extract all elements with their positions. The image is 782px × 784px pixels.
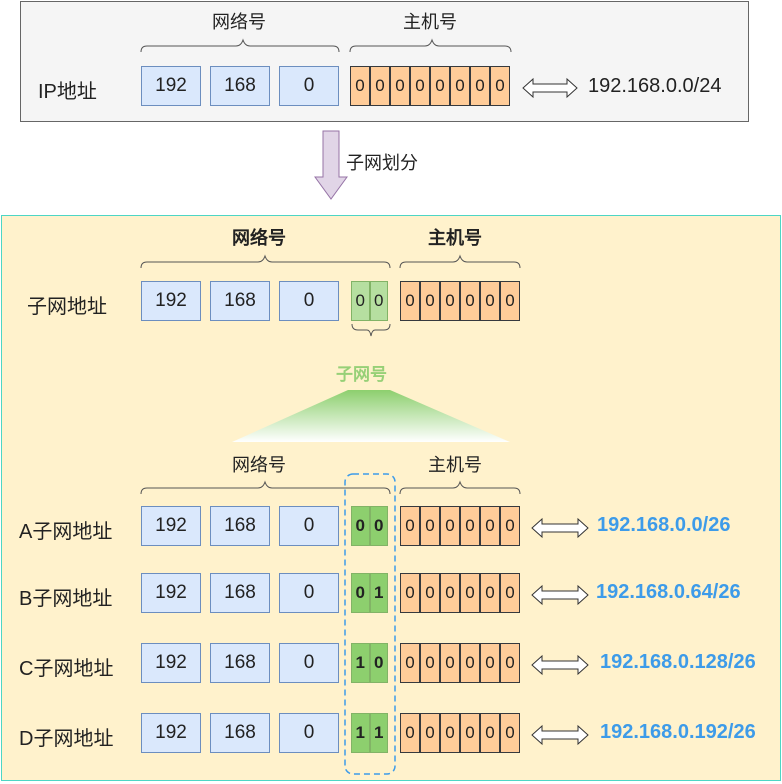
double-arrow-icon [522,77,578,99]
host-bit: 0 [440,281,460,321]
subnet-bit: 0 [351,506,370,546]
host-bit: 0 [420,713,440,753]
subnet-row-label: C子网地址 [19,658,114,680]
double-arrow-icon [531,584,589,606]
host-bit: 0 [420,573,440,613]
subnet-address-label: 子网地址 [27,296,107,318]
host-bit: 0 [400,506,420,546]
ip-address-label: IP地址 [38,81,97,103]
ip-cidr: 192.168.0.0/24 [588,75,722,97]
double-arrow-icon [531,517,589,539]
subnet-bit: 1 [351,713,370,753]
network-header: 网络号 [212,12,266,32]
octet-box: 192 [141,506,201,546]
subnet-row-label: D子网地址 [19,728,114,750]
subnet-bit: 1 [369,573,388,613]
octet-box: 0 [279,573,339,613]
host-bit: 0 [420,643,440,683]
top-braces [140,38,512,53]
host-bit: 0 [440,573,460,613]
down-arrow-icon [314,130,348,200]
subnet-cidr: 192.168.0.0/26 [597,514,731,536]
subnet-id-brace [351,323,391,337]
octet-box: 168 [210,643,270,683]
subnet-bit: 1 [351,643,370,683]
host-bit: 0 [490,66,510,106]
subnet-bit: 0 [369,643,388,683]
subnet-host-header: 主机号 [428,228,482,248]
host-bit: 0 [350,66,370,106]
subnet-cidr: 192.168.0.192/26 [600,721,756,743]
host-bit: 0 [460,713,480,753]
octet-box: 192 [141,573,201,613]
list-host-header: 主机号 [428,455,482,475]
host-bit: 0 [450,66,470,106]
host-bit: 0 [390,66,410,106]
octet-box: 192 [141,643,201,683]
list-network-header: 网络号 [232,455,286,475]
octet-3: 0 [279,66,339,106]
subnet-column-highlight [344,473,396,775]
host-bit: 0 [400,643,420,683]
list-braces [140,480,521,495]
subnet-cidr: 192.168.0.128/26 [600,651,756,673]
subnet-bit: 0 [351,281,370,321]
subnet-panel [1,215,781,781]
host-bit: 0 [440,713,460,753]
subnet-bit: 0 [369,281,388,321]
subnet-octet-3: 0 [279,281,339,321]
octet-1: 192 [141,66,201,106]
host-bit: 0 [470,66,490,106]
host-bit: 0 [500,573,520,613]
octet-2: 168 [210,66,270,106]
host-bit: 0 [460,643,480,683]
host-header: 主机号 [403,12,457,32]
octet-box: 168 [210,713,270,753]
subnet-row-label: A子网地址 [19,521,113,543]
host-bit: 0 [480,506,500,546]
host-bit: 0 [460,573,480,613]
subnet-id-label: 子网号 [336,365,387,384]
host-bit: 0 [420,281,440,321]
host-bit: 0 [480,281,500,321]
host-bit: 0 [420,506,440,546]
host-bit: 0 [460,506,480,546]
host-bit: 0 [500,506,520,546]
subnet-cidr: 192.168.0.64/26 [596,581,741,603]
subnet-bit: 1 [369,713,388,753]
host-bit: 0 [440,643,460,683]
subnet-bit: 0 [351,573,370,613]
octet-box: 0 [279,713,339,753]
octet-box: 0 [279,506,339,546]
expand-fan-shape [232,390,510,442]
subnet-network-header: 网络号 [232,228,286,248]
subnet-octet-1: 192 [141,281,201,321]
octet-box: 192 [141,713,201,753]
host-bit: 0 [430,66,450,106]
host-bit: 0 [480,643,500,683]
octet-box: 168 [210,506,270,546]
host-bit: 0 [500,643,520,683]
host-bit: 0 [460,281,480,321]
host-bit: 0 [480,713,500,753]
host-bit: 0 [500,281,520,321]
host-bit: 0 [500,713,520,753]
double-arrow-icon [531,724,589,746]
subnet-octet-2: 168 [210,281,270,321]
octet-box: 168 [210,573,270,613]
host-bit: 0 [410,66,430,106]
host-bit: 0 [400,281,420,321]
host-bit: 0 [370,66,390,106]
subnet-braces [140,254,521,269]
host-bit: 0 [480,573,500,613]
subnetting-label: 子网划分 [346,153,418,173]
host-bit: 0 [400,573,420,613]
host-bit: 0 [400,713,420,753]
double-arrow-icon [531,654,589,676]
subnet-bit: 0 [369,506,388,546]
host-bit: 0 [440,506,460,546]
subnet-row-label: B子网地址 [19,588,113,610]
octet-box: 0 [279,643,339,683]
